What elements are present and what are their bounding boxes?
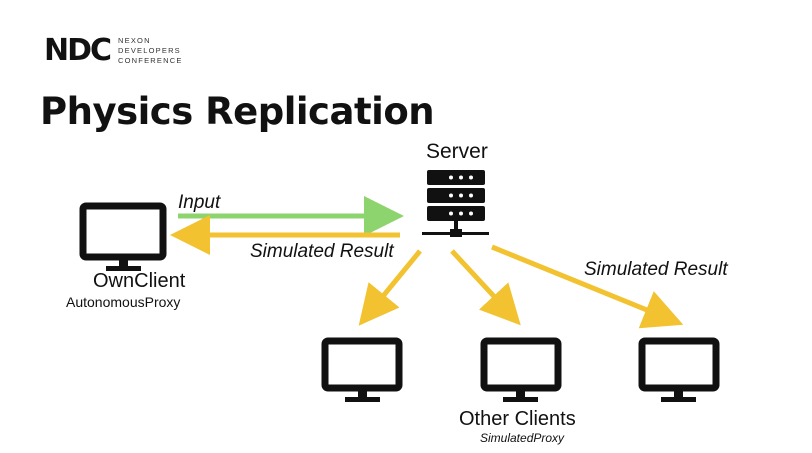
logo-mark: NDC	[44, 33, 112, 68]
other-clients-role: SimulatedProxy	[480, 431, 565, 445]
simulated-result-arrow	[491, 244, 684, 329]
ndc-logo: NDC NEXON DEVELOPERS CONFERENCE	[44, 36, 183, 66]
own-client-label: OwnClient	[93, 270, 186, 292]
logo-text: NEXON DEVELOPERS CONFERENCE	[118, 36, 183, 66]
slide-title: Physics Replication	[40, 90, 435, 133]
simulated-result-arrow	[358, 249, 422, 326]
logo-line: CONFERENCE	[118, 56, 183, 65]
other-client-monitor-icon	[638, 337, 720, 402]
simulated-result-label: Simulated Result	[250, 241, 394, 262]
own-client-role: AutonomousProxy	[66, 294, 181, 310]
other-clients-label: Other Clients	[459, 408, 576, 430]
logo-line: DEVELOPERS	[118, 46, 181, 55]
own-client-monitor-icon	[79, 202, 167, 271]
input-label: Input	[178, 192, 221, 213]
logo-line: NEXON	[118, 36, 151, 45]
simulated-result-label: Simulated Result	[584, 259, 728, 280]
simulated-result-arrow	[450, 249, 521, 326]
server-label: Server	[426, 140, 488, 163]
other-client-monitor-icon	[321, 337, 403, 402]
other-client-monitor-icon	[480, 337, 562, 402]
server-icon	[422, 170, 489, 237]
